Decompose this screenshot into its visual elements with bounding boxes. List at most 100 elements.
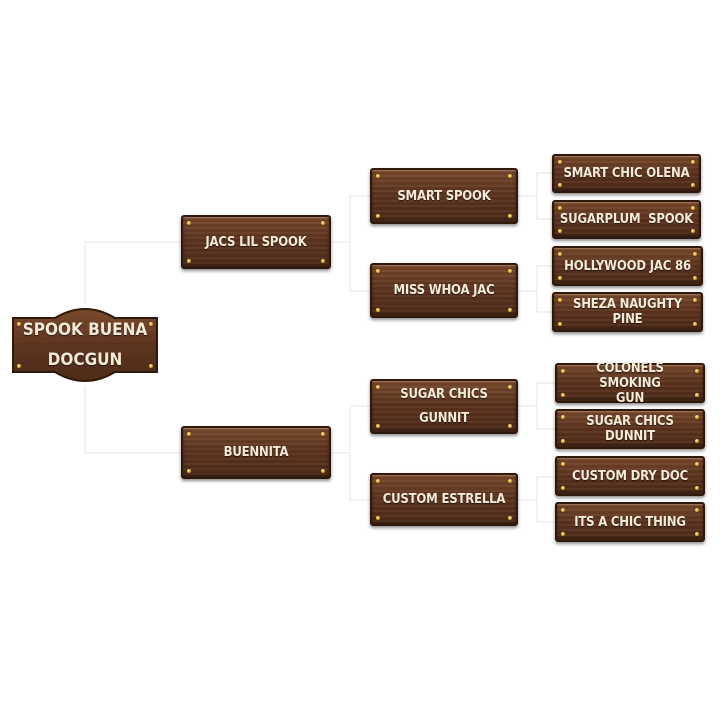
nail [695, 369, 699, 373]
nail [187, 432, 191, 436]
nail [693, 252, 697, 256]
great-grandparent-name: SUGARPLUM SPOOK [559, 212, 694, 227]
great-grandparent-sign: SUGAR CHICS DUNNIT [555, 409, 705, 449]
nail [561, 486, 565, 490]
nail [187, 469, 191, 473]
nail [558, 322, 562, 326]
nail [321, 259, 325, 263]
name-line1: SUGAR CHICS [400, 386, 488, 402]
great-grandparent-sign: SHEZA NAUGHTY PINE [552, 292, 703, 332]
grandparent-sign: CUSTOM ESTRELLA [370, 473, 518, 526]
great-grandparent-sign: SMART CHIC OLENA [552, 154, 701, 193]
root-sign: SPOOK BUENA DOCGUN [11, 304, 159, 386]
nail [321, 432, 325, 436]
nail [561, 369, 565, 373]
dam-name: BUENNITA [223, 445, 289, 460]
nail [17, 364, 21, 368]
grandparent-sign: SUGAR CHICS GUNNIT [370, 379, 518, 434]
grandparent-name: MISS WHOA JAC [385, 283, 502, 298]
great-grandparent-sign: CUSTOM DRY DOC [555, 456, 705, 496]
grandparent-sign: SMART SPOOK [370, 168, 518, 224]
name-line1: SMART SPOOK [397, 188, 491, 204]
sire-sign: JACS LIL SPOOK [181, 215, 331, 269]
nail [376, 308, 380, 312]
name-line1: MISS WHOA JAC [393, 283, 495, 298]
nail [376, 269, 380, 273]
nail [376, 424, 380, 428]
nail [149, 364, 153, 368]
great-grandparent-sign: COLONELS SMOKING GUN [555, 361, 705, 406]
nail [187, 221, 191, 225]
great-grandparent-name: SHEZA NAUGHTY PINE [573, 297, 682, 327]
nail [695, 462, 699, 466]
great-grandparent-name: CUSTOM DRY DOC [571, 468, 689, 484]
nail [508, 269, 512, 273]
great-grandparent-sign: HOLLYWOOD JAC 86 [552, 246, 703, 286]
grandparent-name: CUSTOM ESTRELLA [375, 492, 513, 507]
nail [561, 439, 565, 443]
nail [376, 214, 380, 218]
nail [691, 183, 695, 187]
nail [561, 462, 565, 466]
nail [508, 424, 512, 428]
nail [376, 516, 380, 520]
nail [561, 393, 565, 397]
great-grandparent-name: SMART CHIC OLENA [563, 166, 690, 181]
nail [508, 214, 512, 218]
nail [508, 308, 512, 312]
nail [693, 298, 697, 302]
nail [508, 516, 512, 520]
great-grandparent-name: ITS A CHIC THING [574, 514, 686, 530]
grandparent-sign: MISS WHOA JAC [370, 263, 518, 318]
great-grandparent-name: COLONELS SMOKING GUN [557, 361, 703, 406]
nail [321, 221, 325, 225]
name-line2: GUN [615, 390, 645, 406]
nail [691, 206, 695, 210]
nail [695, 393, 699, 397]
nail [693, 276, 697, 280]
nail [561, 532, 565, 536]
name-line1: COLONELS SMOKING [596, 360, 664, 391]
nail [508, 385, 512, 389]
nail [558, 252, 562, 256]
root-name: SPOOK BUENA DOCGUN [11, 304, 159, 386]
nail [695, 508, 699, 512]
nail [558, 206, 562, 210]
grandparent-name: SMART SPOOK [389, 189, 498, 204]
nail [695, 439, 699, 443]
name-line2: GUNNIT [419, 410, 469, 426]
nail [691, 229, 695, 233]
dam-sign: BUENNITA [181, 426, 331, 479]
nail [695, 486, 699, 490]
great-grandparent-sign: ITS A CHIC THING [555, 502, 705, 542]
nail [558, 276, 562, 280]
nail [508, 174, 512, 178]
nail [558, 183, 562, 187]
nail [187, 259, 191, 263]
root-sign-shape [12, 308, 158, 382]
nail [149, 322, 153, 326]
root-name-line1: SPOOK BUENA [22, 320, 148, 340]
great-grandparent-name: HOLLYWOOD JAC 86 [564, 258, 691, 274]
great-grandparent-sign: SUGARPLUM SPOOK [552, 200, 701, 239]
sire-name: JACS LIL SPOOK [205, 234, 307, 250]
nail [695, 415, 699, 419]
nail [561, 508, 565, 512]
grandparent-name: SUGAR CHICS GUNNIT [392, 383, 495, 431]
nail [561, 415, 565, 419]
name-line1: CUSTOM ESTRELLA [382, 492, 506, 507]
nail [558, 298, 562, 302]
great-grandparent-name: SUGAR CHICS DUNNIT [586, 414, 674, 444]
nail [691, 160, 695, 164]
nail [558, 229, 562, 233]
nail [376, 385, 380, 389]
nail [693, 322, 697, 326]
nail [17, 322, 21, 326]
nail [321, 469, 325, 473]
nail [376, 174, 380, 178]
nail [508, 479, 512, 483]
root-name-line2: DOCGUN [47, 350, 123, 370]
nail [376, 479, 380, 483]
nail [558, 160, 562, 164]
